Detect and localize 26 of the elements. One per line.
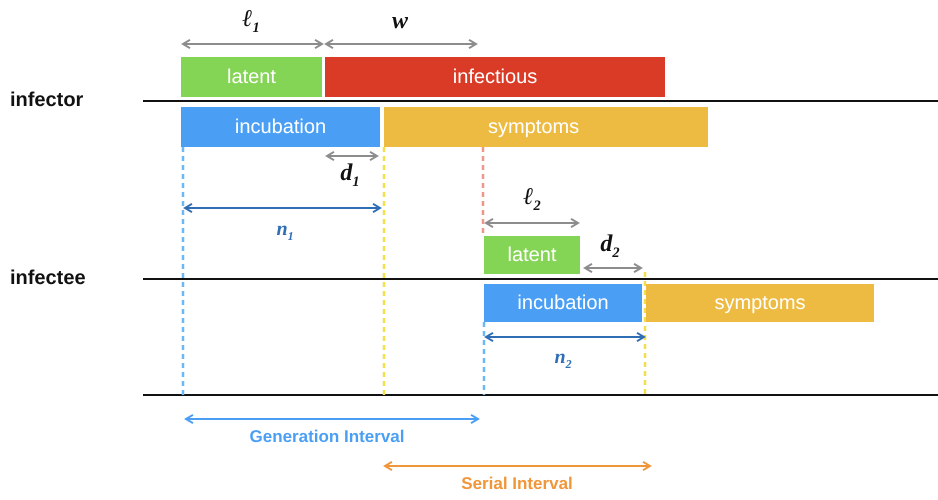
period-label: symptoms [487, 116, 580, 138]
duration-symbol: ℓ$_{1}$ [242, 6, 260, 37]
interval-label: Serial Interval [461, 474, 573, 494]
row-label: infector [10, 89, 84, 112]
duration-symbol: n$_{2}$ [554, 346, 572, 372]
duration-symbol: w [392, 8, 408, 35]
period-label: incubation [234, 116, 326, 138]
duration-symbol: n$_{1}$ [276, 218, 294, 244]
period-bar [384, 107, 708, 147]
guide-line [482, 147, 484, 236]
duration-symbol: d$_{2}$ [600, 231, 620, 262]
period-bar [181, 57, 322, 97]
period-bar [181, 107, 380, 147]
period-label: latent [508, 244, 556, 266]
period-label: incubation [517, 292, 609, 314]
period-label: infectious [452, 66, 538, 88]
interval-label: Generation Interval [250, 427, 404, 447]
duration-symbol: ℓ$_{2}$ [523, 184, 541, 215]
duration-symbol: d$_{1}$ [340, 160, 360, 191]
period-label: latent [227, 66, 276, 88]
period-bar [325, 57, 665, 97]
period-label: symptoms [714, 292, 806, 314]
period-bar [484, 236, 580, 274]
period-bar [484, 284, 642, 322]
period-bar [646, 284, 874, 322]
row-label: infectee [10, 267, 86, 290]
